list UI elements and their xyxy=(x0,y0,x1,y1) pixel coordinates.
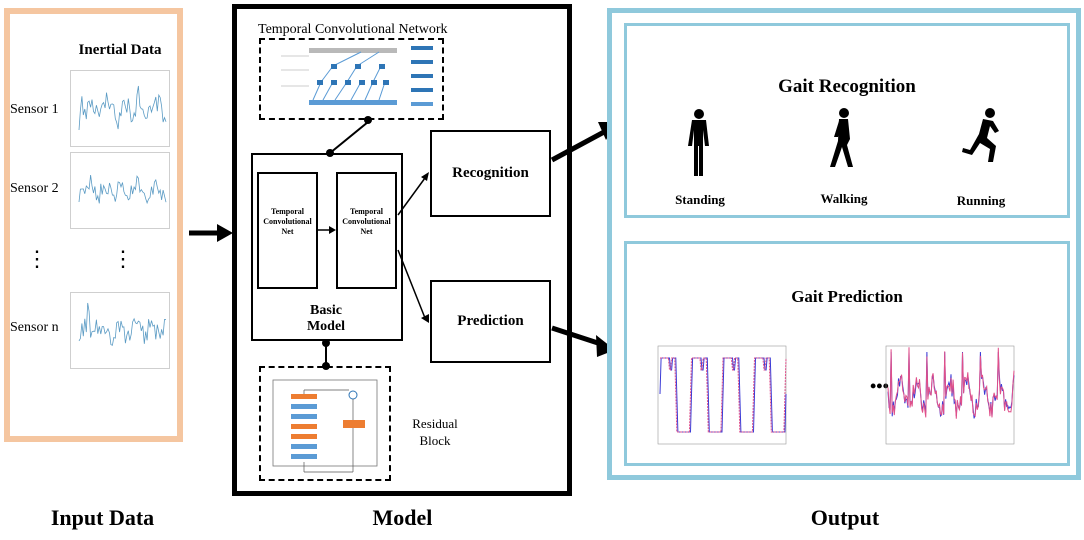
sensor-n-label: Sensor n xyxy=(10,320,59,335)
sensor-ellipsis-left: ⋮ xyxy=(26,246,48,271)
sensor-1-signal-plot xyxy=(70,70,170,147)
recognition-box xyxy=(430,130,551,217)
gait-prediction-title: Gait Prediction xyxy=(791,287,903,306)
prediction-ellipsis: ••• xyxy=(870,376,889,396)
residual-block-box xyxy=(259,366,391,481)
sensor-2-signal-plot xyxy=(70,152,170,229)
tcn-title: Temporal Convolutional Network xyxy=(258,22,448,37)
signal-trace xyxy=(78,85,167,131)
sensor-n-signal-plot xyxy=(70,292,170,369)
tcn-right-label: Temporal Convolutional Net xyxy=(342,207,391,236)
standing-label: Standing xyxy=(675,192,725,207)
tcn-schematic xyxy=(281,46,433,106)
tcn-box xyxy=(259,38,444,120)
prediction-box xyxy=(430,280,551,363)
prediction-output-arrow xyxy=(551,325,605,348)
signal-trace xyxy=(78,302,167,346)
tcn-left-label: Temporal Convolutional Net xyxy=(263,207,312,236)
standing-person-icon xyxy=(688,109,709,176)
basic-model-label: Basic Model xyxy=(306,303,346,334)
tcn-connector xyxy=(329,121,369,154)
gait-prediction-panel xyxy=(624,241,1070,466)
running-person-icon xyxy=(962,108,999,162)
signal-trace xyxy=(78,175,167,205)
model-footer: Model xyxy=(372,505,433,530)
tcn-left-box xyxy=(257,172,318,289)
recognition-output-arrow xyxy=(550,129,606,163)
sensor-2-label: Sensor 2 xyxy=(10,181,59,196)
recognition-label: Recognition xyxy=(452,165,529,181)
residual-block-schematic xyxy=(272,379,378,473)
output-footer: Output xyxy=(810,505,880,530)
prediction-label: Prediction xyxy=(457,313,524,329)
walking-label: Walking xyxy=(820,191,868,206)
input-to-model-arrow xyxy=(189,224,233,242)
tcn-right-box xyxy=(336,172,397,289)
running-label: Running xyxy=(956,193,1006,208)
walking-person-icon xyxy=(830,108,853,167)
input-data-footer: Input Data xyxy=(50,505,155,530)
prediction-plot-1 xyxy=(657,345,787,445)
inertial-data-title: Inertial Data xyxy=(78,42,162,58)
model-connectors xyxy=(318,116,612,370)
sensor-1-label: Sensor 1 xyxy=(10,102,59,117)
prediction-plot-2 xyxy=(885,345,1015,445)
gait-recognition-title: Gait Recognition xyxy=(778,76,916,97)
sensor-ellipsis-right: ⋮ xyxy=(112,246,134,271)
residual-block-label: Residual Block xyxy=(412,416,458,448)
